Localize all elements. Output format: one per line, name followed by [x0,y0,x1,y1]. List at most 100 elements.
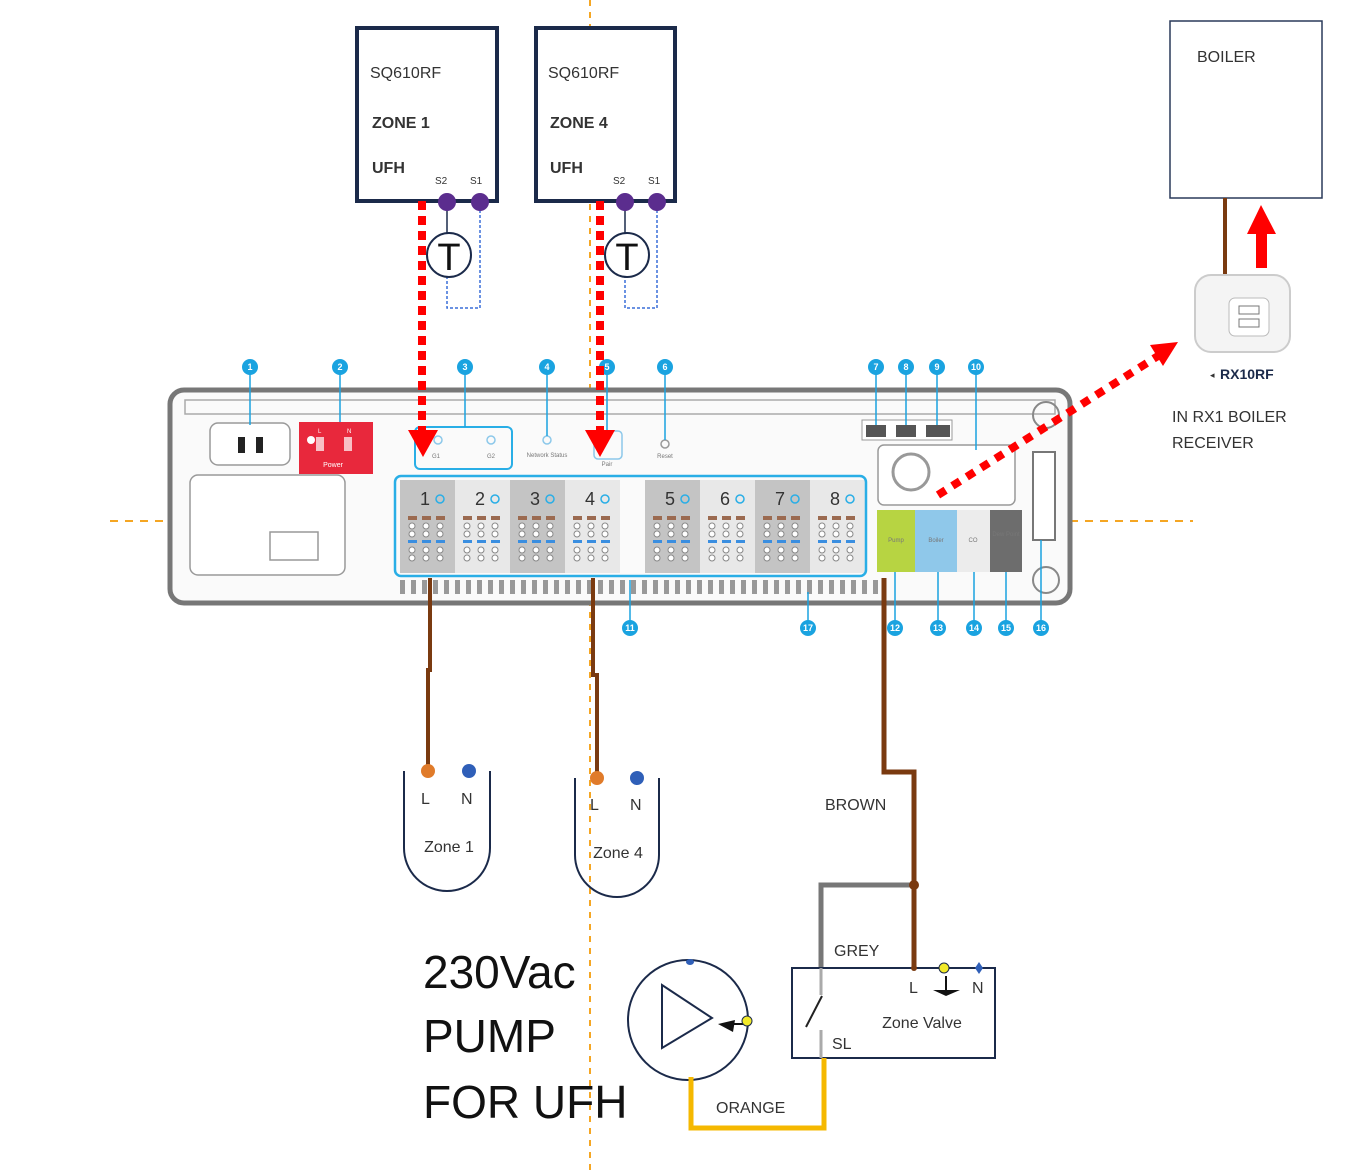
callout-4: 4 [539,359,555,436]
zone-number: 3 [530,489,540,509]
terminal-lever [499,580,504,594]
callout-8: 8 [898,359,914,425]
svg-text:◂: ◂ [1210,370,1215,380]
thermostat-model: SQ610RF [370,65,441,82]
orange-wire [688,1058,827,1131]
zone-terminal-4: 4 [565,480,620,573]
terminal-lever [851,580,856,594]
power-l-label: L [318,429,322,435]
callout-number: 4 [544,362,549,372]
neutral-label: N [461,791,473,808]
zone-terminal-7: 7 [755,480,810,573]
zone-terminal-1: 1 [400,480,455,573]
callout-6: 6 [657,359,673,440]
terminal-lever [400,580,405,594]
zone-terminal-6: 6 [700,480,755,573]
terminal-lever [873,580,878,594]
zone-number: 8 [830,489,840,509]
zone-terminal-3: 3 [510,480,565,573]
thermostat-zone: ZONE 1 [372,115,430,132]
neutral-label: N [972,980,984,997]
callout-number: 3 [462,362,467,372]
terminal-lever [741,580,746,594]
rx10rf-receiver: ◂ RX10RF [1194,274,1291,382]
zone-number: 7 [775,489,785,509]
receiver-model: RX10RF [1220,366,1274,382]
terminal-lever [752,580,757,594]
terminal-lever [642,580,647,594]
terminal-lever [620,580,625,594]
boiler-output-label: Boiler [928,538,943,544]
s1-terminal-dot [471,193,489,211]
callout-12: 12 [887,572,903,636]
pump-note-voltage: 230Vac [423,946,576,998]
zone-number: 6 [720,489,730,509]
pump-note-pump: PUMP [423,1010,556,1062]
terminal-lever [521,580,526,594]
terminal-lever [708,580,713,594]
terminal-lever [807,580,812,594]
live-label: L [909,980,918,997]
terminal-lever [411,580,416,594]
pair-label: Pair [602,462,613,468]
thermostat-zone-4: SQ610RF ZONE 4 UFH S2 S1 T [534,26,677,309]
callout-number: 9 [934,362,939,372]
zone-terminal-5: 5 [645,480,700,573]
callout-number: 7 [873,362,878,372]
callout-7: 7 [868,359,884,425]
callout-9: 9 [929,359,945,425]
neutral-label: N [630,797,642,814]
terminal-lever [609,580,614,594]
callout-3: 3 [457,359,473,427]
zone-valve-label: Zone Valve [882,1015,962,1032]
terminal-lever [862,580,867,594]
terminal-lever [829,580,834,594]
brown-wire [881,578,917,968]
terminal-lever [466,580,471,594]
boiler-signal-arrow [1247,205,1276,268]
callout-number: 6 [662,362,667,372]
terminal-lever [774,580,779,594]
callout-number: 12 [890,623,900,633]
callout-number: 15 [1001,623,1011,633]
switched-live-label: SL [832,1036,852,1053]
earth-icon [718,1020,745,1032]
zone-number: 4 [585,489,595,509]
terminal-lever [653,580,658,594]
terminal-lever [488,580,493,594]
receiver-caption-line-2: RECEIVER [1172,435,1254,452]
thermostat-type: UFH [372,160,405,177]
callout-number: 10 [971,362,981,372]
earth-icon [933,976,960,996]
temperature-sensor-icon [604,232,650,278]
callout-13: 13 [930,572,946,636]
network-status-label: Network Status [527,453,568,459]
zone-4-brown-wire [591,578,599,778]
terminal-lever [477,580,482,594]
terminal-s2: S2 [435,176,448,187]
terminal-lever [598,580,603,594]
rf-link-zone-4 [585,201,615,457]
terminal-lever [675,580,680,594]
terminal-s1: S1 [648,176,661,187]
callout-number: 5 [604,362,609,372]
zone-number: 1 [420,489,430,509]
power-n-label: N [347,429,351,435]
s2-terminal-dot [438,193,456,211]
zone-label: Zone 4 [593,845,643,862]
thermostat-zone-1: SQ610RF ZONE 1 UFH S2 S1 T [355,26,499,309]
reset-label: Reset [657,454,673,460]
pump-note-ufh: FOR UFH [423,1076,627,1128]
callout-number: 16 [1036,623,1046,633]
terminal-lever [686,580,691,594]
pump-symbol [627,959,753,1081]
zone-valve: L N Zone Valve SL [791,962,996,1059]
callout-number: 17 [803,623,813,633]
grey-wire-label: GREY [834,943,880,960]
orange-wire-label: ORANGE [716,1100,785,1117]
callout-16: 16 [1033,540,1049,636]
callout-number: 8 [903,362,908,372]
rf-module [877,444,1016,506]
wiring-centre-controller: L N Power G1 G2 Network Status Pair Rese… [167,359,1073,636]
